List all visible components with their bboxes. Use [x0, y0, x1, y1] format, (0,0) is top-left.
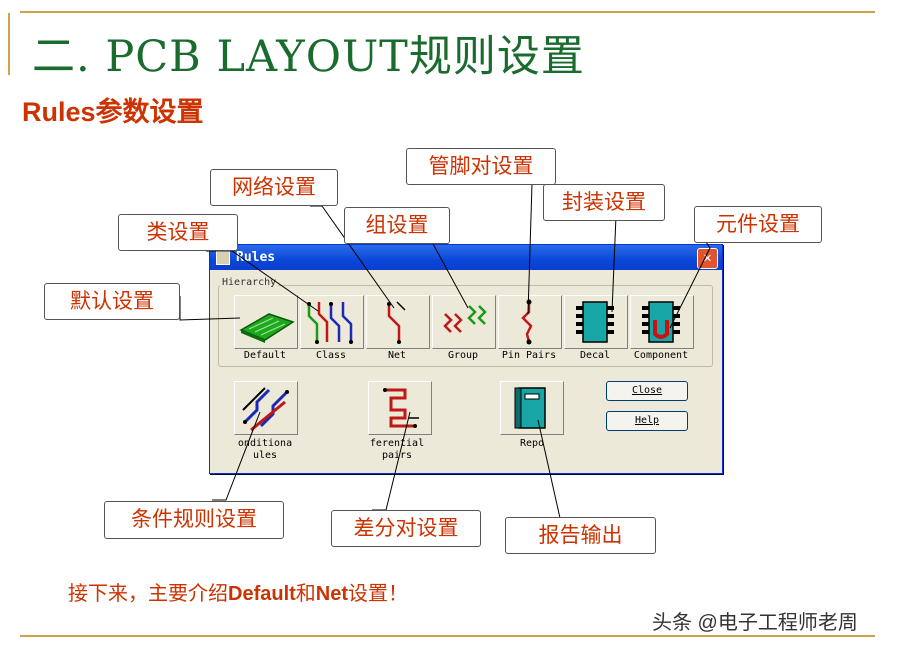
footer-net: Net	[315, 583, 349, 605]
callout-conditional: 条件规则设置	[104, 501, 284, 539]
tool-label-net: Net	[387, 350, 407, 361]
footer-note: 接下来，主要介绍Default和Net设置！	[68, 577, 408, 606]
footer-mid: 和	[295, 583, 316, 605]
tool-label-component: Component	[633, 350, 689, 361]
footer-prefix: 接下来，主要介绍	[68, 583, 228, 605]
callout-pin-pairs: 管脚对设置	[406, 148, 556, 185]
callout-differential: 差分对设置	[331, 510, 481, 547]
tool-label-group: Group	[447, 350, 479, 361]
callout-net: 网络设置	[210, 169, 338, 206]
slide-title: 二. PCB LAYOUT规则设置	[32, 32, 585, 82]
net-trace-icon	[387, 301, 406, 344]
left-rule	[8, 13, 10, 75]
report-label: Repo	[519, 438, 545, 449]
differential-pairs-button[interactable]	[368, 381, 432, 435]
class-button[interactable]	[300, 295, 364, 349]
differential-pairs-label: ferential pairs	[369, 438, 425, 461]
rules-dialog: Rules ✕ Hierarchy	[209, 244, 723, 474]
hierarchy-label: Hierarchy	[220, 277, 279, 288]
dialog-title: Rules	[236, 250, 276, 265]
footer-default: Default	[228, 583, 296, 605]
footer-suffix: 设置！	[348, 583, 409, 605]
callout-report: 报告输出	[505, 517, 656, 554]
watermark: 头条 @电子工程师老周	[652, 612, 858, 634]
tool-label-pin-pairs: Pin Pairs	[501, 350, 557, 361]
default-board-icon	[239, 313, 295, 343]
close-button[interactable]: Close	[606, 381, 688, 401]
help-button[interactable]: Help	[606, 411, 688, 431]
slide-subtitle: Rules参数设置	[22, 97, 204, 127]
decal-button[interactable]	[564, 295, 628, 349]
component-icon	[642, 301, 680, 343]
pin-pairs-button[interactable]	[498, 295, 562, 349]
callout-class: 类设置	[118, 214, 238, 251]
group-button[interactable]	[432, 295, 496, 349]
net-button[interactable]	[366, 295, 430, 349]
class-traces-icon	[307, 302, 353, 344]
callout-default: 默认设置	[44, 283, 180, 320]
callout-component: 元件设置	[694, 206, 822, 243]
conditional-rules-icon	[242, 387, 289, 432]
pin-pairs-icon	[521, 299, 533, 345]
bottom-rule	[20, 635, 875, 637]
close-icon[interactable]: ✕	[697, 248, 718, 269]
report-book-icon	[514, 387, 546, 429]
conditional-rules-button[interactable]	[234, 381, 298, 435]
component-button[interactable]	[630, 295, 694, 349]
differential-pairs-icon	[383, 388, 419, 428]
decal-icon	[576, 301, 614, 343]
callout-decal: 封装设置	[543, 184, 665, 221]
report-button[interactable]	[500, 381, 564, 435]
tool-label-decal: Decal	[579, 350, 611, 361]
dialog-titlebar[interactable]: Rules ✕	[210, 245, 722, 270]
tool-label-default: Default	[243, 350, 287, 361]
window-menu-icon[interactable]	[216, 251, 230, 265]
top-rule	[20, 11, 875, 13]
conditional-rules-label: onditiona ules	[237, 438, 293, 461]
default-button[interactable]	[234, 295, 298, 349]
group-traces-icon	[443, 305, 487, 333]
callout-group: 组设置	[344, 207, 450, 244]
tool-label-class: Class	[315, 350, 347, 361]
